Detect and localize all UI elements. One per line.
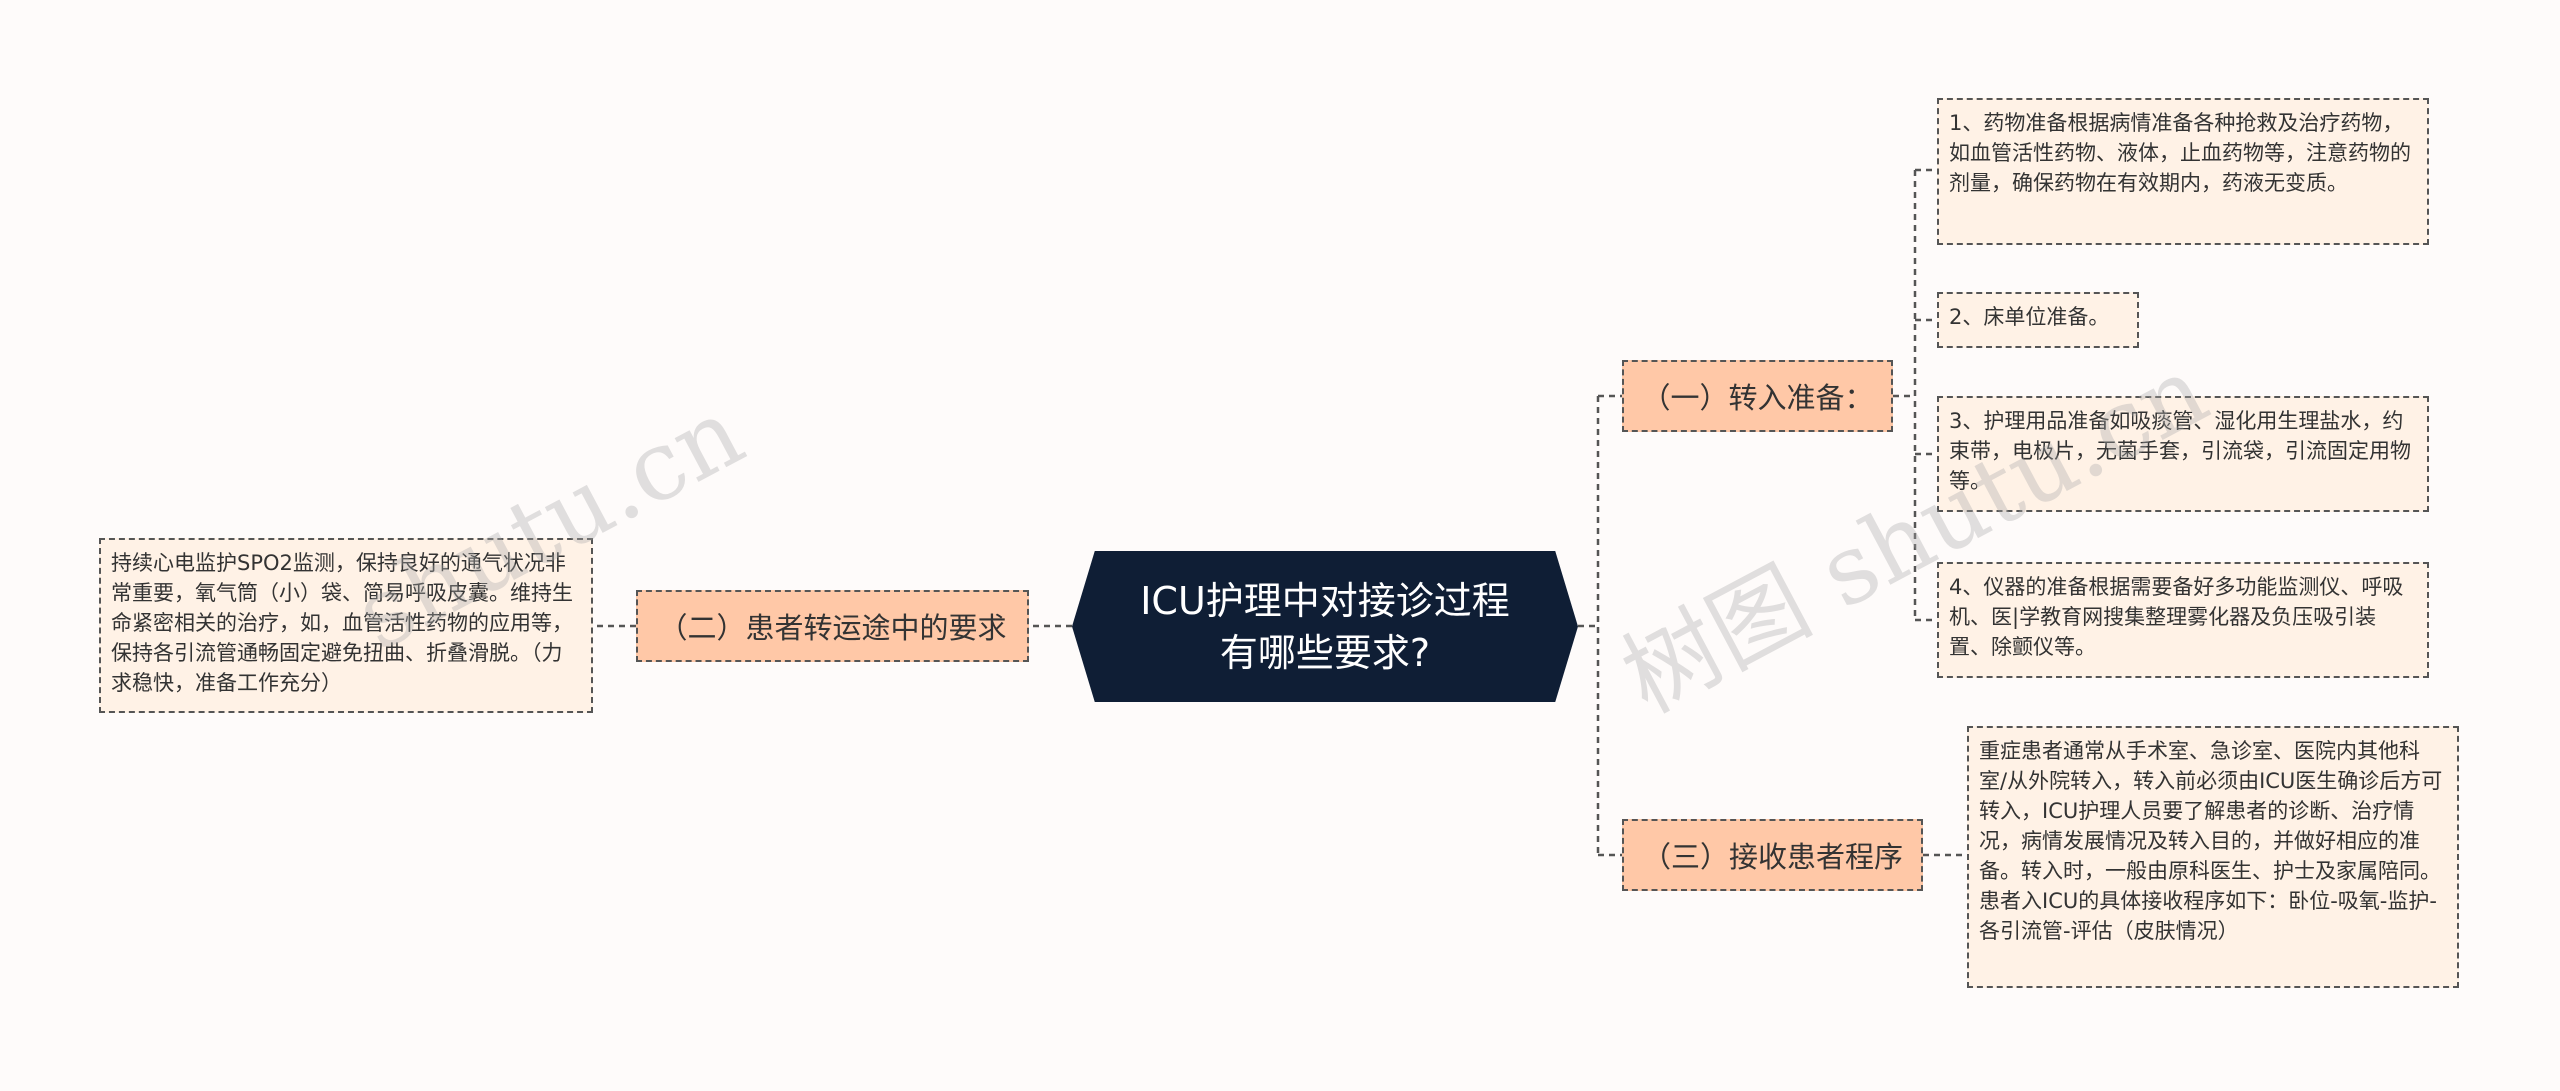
branch-transfer-preparation[interactable]: （一）转入准备： <box>1622 360 1893 432</box>
leaf-text: 重症患者通常从手术室、急诊室、医院内其他科室/从外院转入，转入前必须由ICU医生… <box>1979 739 2443 943</box>
leaf-text: 2、床单位准备。 <box>1949 305 2110 329</box>
leaf-text: 4、仪器的准备根据需要备好多功能监测仪、呼吸机、医|学教育网搜集整理雾化器及负压… <box>1949 575 2404 659</box>
leaf-receiving-procedure-detail[interactable]: 重症患者通常从手术室、急诊室、医院内其他科室/从外院转入，转入前必须由ICU医生… <box>1967 726 2459 988</box>
leaf-supplies-preparation[interactable]: 3、护理用品准备如吸痰管、湿化用生理盐水，约束带，电极片，无菌手套，引流袋，引流… <box>1937 396 2429 512</box>
leaf-text: 持续心电监护SPO2监测，保持良好的通气状况非常重要，氧气筒（小）袋、简易呼吸皮… <box>111 551 573 695</box>
leaf-bed-preparation[interactable]: 2、床单位准备。 <box>1937 292 2139 348</box>
root-node[interactable]: ICU护理中对接诊过程有哪些要求? <box>1072 551 1578 702</box>
branch-transport-requirements[interactable]: （二）患者转运途中的要求 <box>636 590 1029 662</box>
leaf-text: 1、药物准备根据病情准备各种抢救及治疗药物，如血管活性药物、液体，止血药物等，注… <box>1949 111 2411 195</box>
leaf-equipment-preparation[interactable]: 4、仪器的准备根据需要备好多功能监测仪、呼吸机、医|学教育网搜集整理雾化器及负压… <box>1937 562 2429 678</box>
root-title: ICU护理中对接诊过程有哪些要求? <box>1140 578 1510 675</box>
connector-root-right <box>1578 396 1600 855</box>
connector-b1-trunk <box>1893 170 1917 620</box>
branch-label: （三）接收患者程序 <box>1641 840 1903 874</box>
branch-label: （二）患者转运途中的要求 <box>658 611 1007 645</box>
branch-receiving-procedure[interactable]: （三）接收患者程序 <box>1622 819 1923 891</box>
leaf-text: 3、护理用品准备如吸痰管、湿化用生理盐水，约束带，电极片，无菌手套，引流袋，引流… <box>1949 409 2411 493</box>
leaf-medicine-preparation[interactable]: 1、药物准备根据病情准备各种抢救及治疗药物，如血管活性药物、液体，止血药物等，注… <box>1937 98 2429 245</box>
leaf-transport-detail[interactable]: 持续心电监护SPO2监测，保持良好的通气状况非常重要，氧气筒（小）袋、简易呼吸皮… <box>99 538 593 713</box>
branch-label: （一）转入准备： <box>1641 381 1874 415</box>
